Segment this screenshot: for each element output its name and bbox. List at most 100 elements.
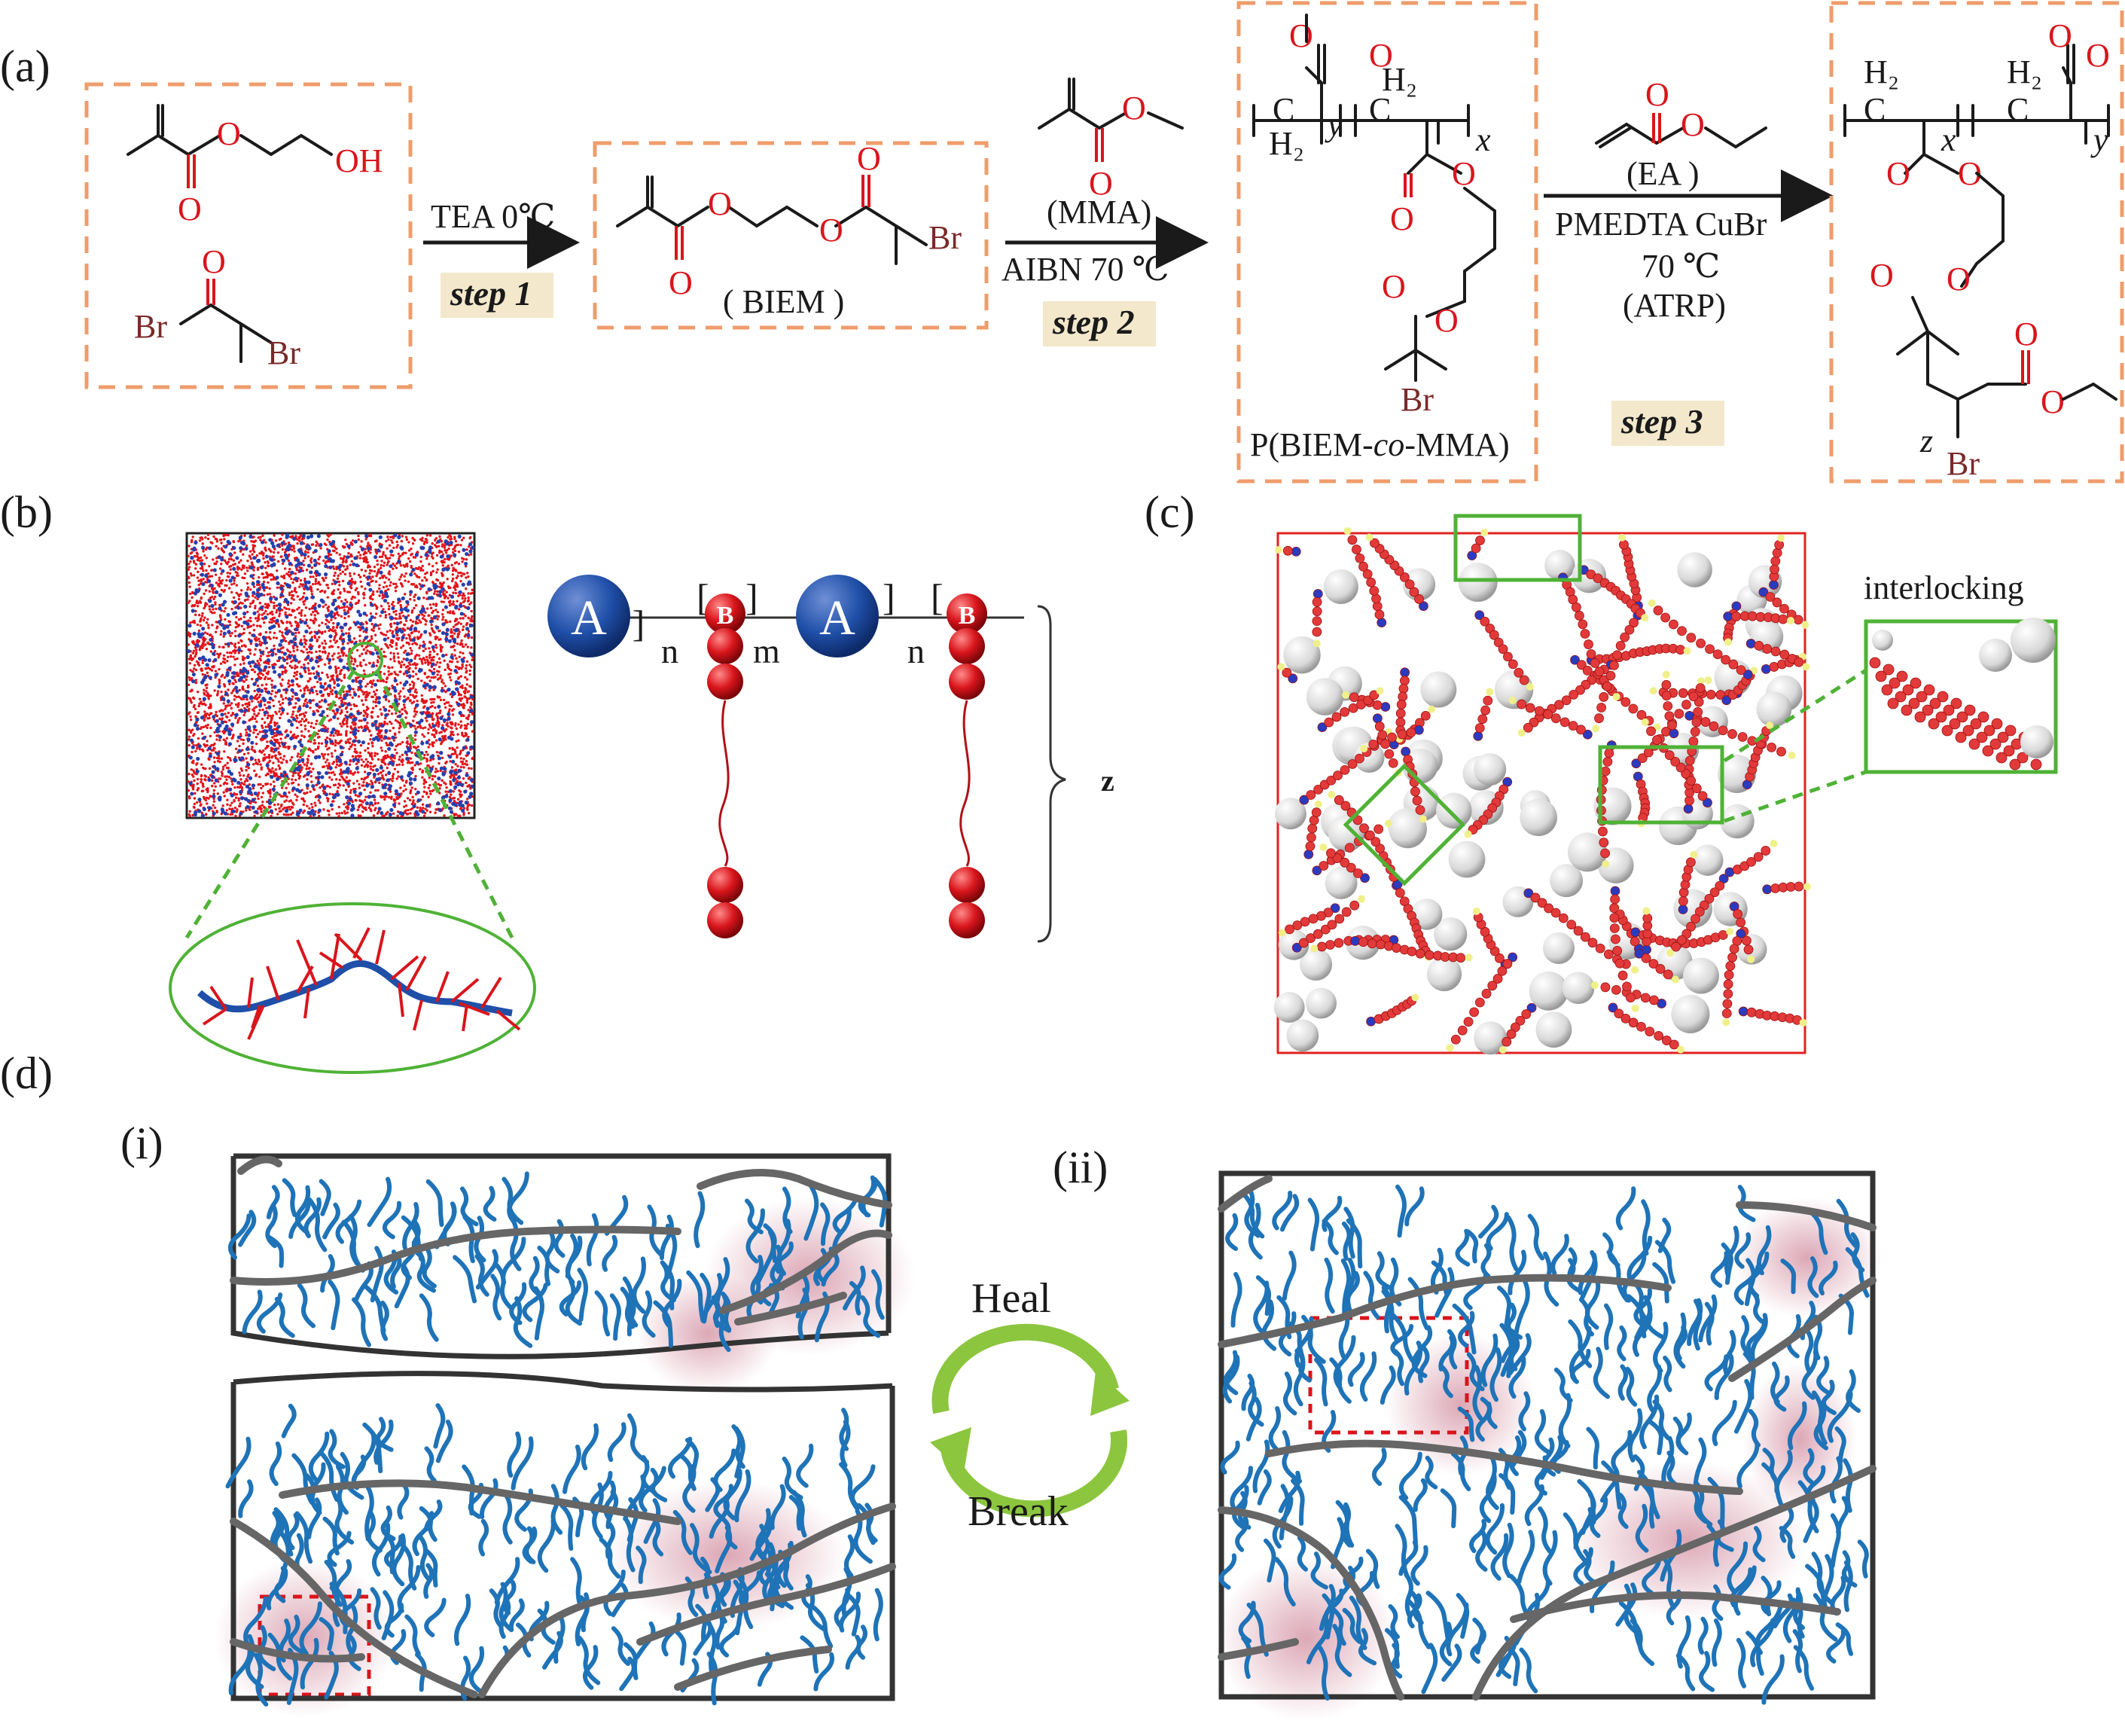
bead-b-1: [705, 593, 745, 634]
frame-ii: [1218, 1170, 1876, 1700]
panel-label-d: (d): [0, 1048, 53, 1098]
reaction-scheme: O O OH O Br Br TEA 0℃ step 1 O O O: [84, 1, 2124, 484]
polymer1-o-top2: O: [1369, 37, 1393, 74]
frame-i-lower: [230, 1371, 895, 1701]
bracket-4: ]: [883, 576, 895, 618]
side-chains-i-upper: [227, 1171, 888, 1353]
break-label: Break: [968, 1488, 1069, 1535]
biem-structure: O O O O Br ( BIEM ): [616, 140, 962, 320]
step1-conditions: TEA 0℃: [431, 198, 555, 235]
bead-a-1-label: A: [571, 590, 607, 645]
product-c2: C: [2007, 91, 2029, 128]
product-structure: C H₂ C H₂ x y O O O O O O O O z Br: [1843, 17, 2117, 482]
highlight-box-3: [1343, 763, 1466, 886]
biem-br: Br: [928, 219, 962, 256]
polymer1-name: P(BIEM-co-MMA): [1250, 426, 1510, 463]
heal-break-diagram: Heal Break: [215, 1153, 1883, 1721]
highlight-box-1: [1453, 514, 1582, 582]
bead-b-2: [947, 593, 987, 634]
polymer1-br: Br: [1401, 381, 1434, 418]
biem-box: [593, 141, 989, 330]
heal-label: Heal: [971, 1275, 1051, 1322]
zoom-guides-c: [1723, 668, 1867, 823]
sub-panel-label-i: (i): [120, 1118, 163, 1168]
z-brace: [1037, 605, 1066, 943]
reagent-box: [84, 82, 413, 389]
product-o-c: O: [1870, 257, 1894, 294]
simulation-snapshot-b: A ] n [ B ] m A ] n [ B: [169, 532, 1114, 1074]
polymer1-h2-1: H₂: [1269, 125, 1304, 162]
red-dashed-box-ii: [1308, 1316, 1469, 1435]
polymer1-o-low1: O: [1382, 268, 1406, 305]
subscript-n2: n: [907, 632, 925, 670]
panel-label-b: (b): [0, 487, 53, 537]
polymer1-h2-2: H₂: [1382, 61, 1417, 98]
polymer1-x: x: [1475, 121, 1491, 158]
interlocking-zoom-beads: [1869, 618, 2056, 770]
step1-label-bg: [441, 273, 553, 318]
polymer1-y: y: [1325, 106, 1343, 143]
hydroxyethyl-methacrylate: O O OH: [127, 104, 383, 227]
product-x: x: [1941, 121, 1956, 158]
zoom-guides: [184, 669, 514, 939]
biem-o2: O: [669, 264, 693, 301]
red-dashed-box-i: [258, 1594, 371, 1697]
bracket-5: [: [931, 576, 944, 618]
product-h2-2: H₂: [2007, 53, 2042, 90]
zoom-ellipse: [169, 902, 536, 1074]
bead-a-2: [796, 575, 879, 657]
biem-name: ( BIEM ): [723, 283, 844, 320]
zoom-circle: [347, 642, 383, 678]
step3-method: (ATRP): [1623, 287, 1726, 324]
snapshot-c-particles: [1273, 526, 1811, 1055]
product-br: Br: [1947, 445, 1980, 482]
step3-label: step 3: [1620, 402, 1703, 441]
side-chains-i-lower: [225, 1403, 883, 1707]
step2-monomer: (MMA): [1047, 194, 1151, 230]
biem-o4: O: [857, 140, 881, 177]
heal-break-cycle: Heal Break: [930, 1275, 1130, 1535]
product-o-d: O: [1947, 261, 1971, 297]
polymer1-box: [1236, 1, 1538, 484]
product-box: [1829, 1, 2124, 484]
side-chains-ii: [1218, 1184, 1870, 1705]
ea-structure: O O: [1595, 76, 1767, 149]
polymer1-o-mid2: O: [1452, 155, 1476, 192]
sub-panel-label-ii: (ii): [1053, 1143, 1108, 1192]
product-o-a: O: [1886, 155, 1910, 192]
biem-o3: O: [819, 212, 843, 249]
polymer1-structure: C H₂ C H₂ y x O O O O O O Br P(BIEM-co-M…: [1250, 14, 1510, 463]
bracket-1: ]: [633, 603, 645, 645]
snapshot-particles: [187, 533, 475, 818]
product-o-top2: O: [2086, 37, 2110, 74]
product-c1: C: [1864, 91, 1886, 128]
step3-catalyst: PMEDTA CuBr: [1555, 206, 1767, 243]
polymer1-o-mid1: O: [1390, 200, 1414, 237]
biem-o1: O: [708, 185, 732, 222]
reagent2-br2: Br: [267, 334, 300, 371]
reagent1-ester-o: O: [217, 115, 241, 152]
panel-label-a: (a): [0, 41, 50, 91]
interlocking-label: interlocking: [1864, 569, 2024, 606]
product-o-f: O: [2041, 383, 2065, 420]
mma-structure: O O: [1038, 78, 1184, 202]
subscript-n1: n: [661, 632, 678, 670]
reagent2-o: O: [202, 243, 226, 280]
z-label: z: [1101, 764, 1114, 798]
polymer1-o-low2: O: [1434, 302, 1459, 339]
product-z: z: [1919, 423, 1933, 459]
step2-label: step 2: [1052, 303, 1135, 341]
mma-o1: O: [1122, 90, 1146, 127]
polymer1-o-top1: O: [1289, 17, 1313, 54]
polymer1-c2: C: [1369, 91, 1391, 128]
single-chain-zoom: [197, 927, 521, 1040]
reagent2-br1: Br: [134, 308, 167, 345]
ea-o1: O: [1645, 76, 1669, 113]
step1-label: step 1: [450, 274, 532, 313]
mma-o2: O: [1089, 165, 1113, 202]
product-y: y: [2090, 121, 2108, 158]
bead-a-2-label: A: [819, 590, 855, 645]
reagent1-carbonyl-o: O: [178, 191, 202, 227]
highlight-box-2: [1598, 745, 1724, 825]
